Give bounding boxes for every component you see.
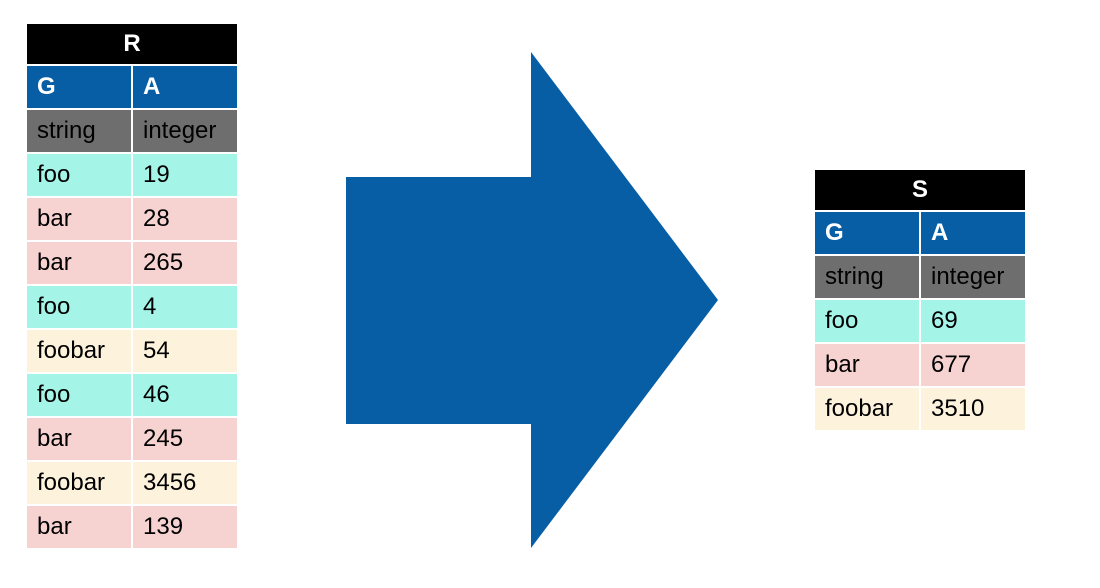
- table-cell-a: 3510: [921, 388, 1025, 430]
- column-type-a: integer: [921, 256, 1025, 298]
- table-cell-g: foobar: [27, 462, 131, 504]
- column-header-g: G: [27, 66, 131, 108]
- table-cell-g: bar: [27, 198, 131, 240]
- table-cell-a: 139: [133, 506, 237, 548]
- column-type-a: integer: [133, 110, 237, 152]
- input-table-r: R G A string integer foo 19 bar 28 bar 2…: [27, 24, 237, 548]
- column-header-g: G: [815, 212, 919, 254]
- table-cell-a: 46: [133, 374, 237, 416]
- table-cell-g: bar: [27, 242, 131, 284]
- table-cell-g: foo: [27, 154, 131, 196]
- column-type-g: string: [815, 256, 919, 298]
- table-title: R: [27, 24, 237, 64]
- table-cell-g: foobar: [815, 388, 919, 430]
- table-cell-g: bar: [27, 418, 131, 460]
- table-cell-a: 245: [133, 418, 237, 460]
- table-cell-a: 265: [133, 242, 237, 284]
- table-cell-a: 677: [921, 344, 1025, 386]
- table-cell-g: foo: [27, 286, 131, 328]
- table-cell-g: foo: [815, 300, 919, 342]
- table-cell-g: foo: [27, 374, 131, 416]
- table-cell-g: bar: [27, 506, 131, 548]
- table-cell-g: bar: [815, 344, 919, 386]
- table-cell-a: 54: [133, 330, 237, 372]
- output-table-s: S G A string integer foo 69 bar 677 foob…: [815, 170, 1025, 430]
- column-header-a: A: [921, 212, 1025, 254]
- table-cell-a: 69: [921, 300, 1025, 342]
- column-type-g: string: [27, 110, 131, 152]
- table-cell-a: 4: [133, 286, 237, 328]
- column-header-a: A: [133, 66, 237, 108]
- table-cell-a: 19: [133, 154, 237, 196]
- table-cell-a: 28: [133, 198, 237, 240]
- table-cell-a: 3456: [133, 462, 237, 504]
- table-cell-g: foobar: [27, 330, 131, 372]
- table-title: S: [815, 170, 1025, 210]
